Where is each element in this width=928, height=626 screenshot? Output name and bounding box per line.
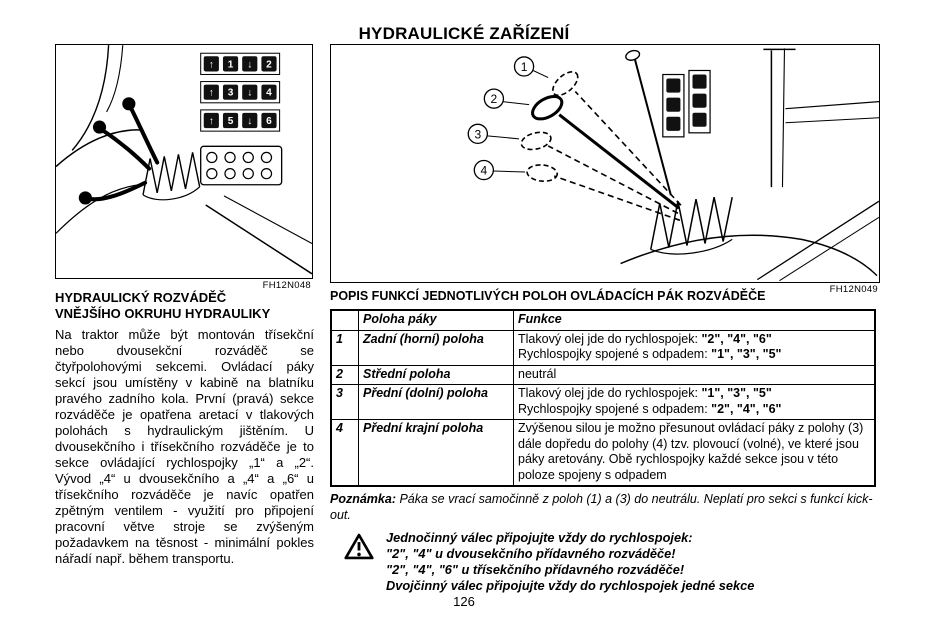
section-heading-line1: HYDRAULICKÝ ROZVÁDĚČ [55,290,227,305]
row-number: 1 [330,329,359,366]
warning-text: Jednočinný válec připojujte vždy do rych… [386,530,754,594]
decal-icon: ↑ [209,59,214,70]
warning-line: Dvojčinný válec připojujte vždy do rychl… [386,578,755,593]
decal-icon: ↓ [247,116,252,127]
cover-plate [200,145,283,186]
row-number: 2 [330,364,359,385]
position-label-1: 1 [521,60,528,74]
column-header-num [330,309,359,331]
figure-left-drawing: ↑ 1 ↓ 2 ↑ 3 ↓ 4 ↑ 5 ↓ [56,45,312,275]
decal-icon: ↑ [209,116,214,127]
table-row: 4 Přední krajní poloha Zvýšenou silou je… [330,419,876,487]
body-paragraph: Na traktor může být montován třísekční n… [55,327,314,566]
page-number: 126 [453,594,475,609]
position-label-2: 2 [491,92,498,106]
section-heading: HYDRAULICKÝ ROZVÁDĚČ VNĚJŠÍHO OKRUHU HYD… [55,290,314,322]
table-row: 2 Střední poloha neutrál [330,364,876,385]
warning-line: "2", "4", "6" u třísekčního přídavného r… [386,562,685,577]
figure-caption-right: FH12N049 [829,284,878,295]
decal-icon: ↑ [209,88,214,99]
cab-frame-lines [763,48,879,188]
figure-caption-left: FH12N048 [262,280,311,291]
column-header-function: Funkce [513,309,876,331]
lever-boot [650,197,733,255]
decal-icon: 5 [228,116,234,127]
position-callouts: 1 2 3 4 [467,56,549,181]
figure-lever-positions: 1 2 3 4 [330,44,880,283]
row-number: 4 [330,419,359,487]
row-function: Tlakový olej jde do rychlospojek: "1", "… [513,384,876,420]
row-position: Přední krajní poloha [358,419,514,487]
control-levers [78,97,160,205]
column-header-position: Poloha páky [358,309,514,331]
table-row: 1 Zadní (horní) poloha Tlakový olej jde … [330,329,876,366]
decal-icon: ↓ [247,59,252,70]
fender-outline [56,129,312,275]
note-text: Páka se vrací samočinně z poloh (1) a (3… [330,492,873,522]
row-function: neutrál [513,364,876,385]
warning-line: Jednočinný válec připojujte vždy do rych… [386,530,693,545]
lever-position-outlines [520,71,682,222]
fender-outline [620,200,879,282]
position-label-3: 3 [474,127,481,141]
row-number: 3 [330,384,359,420]
warning-block: Jednočinný válec připojujte vždy do rych… [330,530,878,594]
warning-triangle-icon [344,533,374,560]
warning-line: "2", "4" u dvousekčního přídavného rozvá… [386,546,676,561]
decal-icon: 6 [266,116,272,127]
left-column: HYDRAULICKÝ ROZVÁDĚČ VNĚJŠÍHO OKRUHU HYD… [55,290,314,567]
decal-strips: ↑ 1 ↓ 2 ↑ 3 ↓ 4 ↑ 5 ↓ [200,52,281,132]
position-label-4: 4 [480,164,487,178]
right-column: POPIS FUNKCÍ JEDNOTLIVÝCH POLOH OVLÁDACÍ… [330,289,878,594]
note: Poznámka: Páka se vrací samočinně z polo… [330,492,878,523]
row-position: Přední (dolní) poloha [358,384,514,420]
decal-icon: ↓ [247,88,252,99]
cab-frame-lines [71,45,124,151]
decal-icon: 1 [228,59,234,70]
decal-icon: 4 [266,88,272,99]
row-function: Zvýšenou silou je možno přesunout ovláda… [513,419,876,487]
row-position: Střední poloha [358,364,514,385]
row-position: Zadní (horní) poloha [358,329,514,366]
lever-neutral [625,49,672,196]
note-label: Poznámka: [330,492,396,506]
decal-icon: 2 [266,59,272,70]
lever-boot [142,152,201,201]
section-heading-line2: VNĚJŠÍHO OKRUHU HYDRAULIKY [55,306,271,321]
figure-right-drawing: 1 2 3 4 [467,48,879,282]
figure-fender-levers: ↑ 1 ↓ 2 ↑ 3 ↓ 4 ↑ 5 ↓ [55,44,313,279]
decal-plates [662,69,711,138]
positions-table: Poloha páky Funkce 1 Zadní (horní) poloh… [330,309,876,487]
table-heading: POPIS FUNKCÍ JEDNOTLIVÝCH POLOH OVLÁDACÍ… [330,289,766,303]
row-function: Tlakový olej jde do rychlospojek: "2", "… [513,329,876,366]
table-header-row: Poloha páky Funkce [330,309,876,331]
table-row: 3 Přední (dolní) poloha Tlakový olej jde… [330,384,876,420]
page-title: HYDRAULICKÉ ZAŘÍZENÍ [358,24,570,44]
decal-icon: 3 [228,88,234,99]
